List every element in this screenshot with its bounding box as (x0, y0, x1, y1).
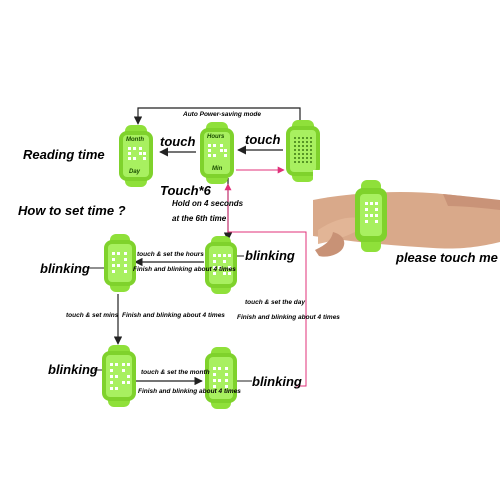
label-blinking-3: blinking (48, 362, 98, 377)
label-finish-day: Finish and blinking about 4 times (237, 314, 340, 321)
label-auto-mode: Auto Power-saving mode (183, 111, 262, 118)
label-touch-right: touch (245, 132, 281, 147)
face-day: Day (129, 169, 141, 175)
watch-set-month (203, 347, 239, 409)
face-hours: Hours (207, 134, 225, 140)
label-reading-time: Reading time (23, 147, 105, 162)
watch-dotted (284, 120, 322, 182)
label-hold-2: at the 6th time (172, 214, 227, 223)
face-min: Min (212, 166, 223, 172)
watch-month-day: Month Day (117, 125, 155, 187)
label-please-touch: please touch me (396, 250, 498, 265)
label-hold-1: Hold on 4 seconds (172, 199, 244, 208)
label-finish-month: Finish and blinking about 4 times (138, 388, 241, 395)
label-set-month: touch & set the month (141, 369, 210, 376)
watch-set-mins (100, 345, 138, 407)
face-month: Month (126, 137, 144, 143)
label-touch-left: touch (160, 134, 196, 149)
label-set-day: touch & set the day (245, 299, 305, 306)
label-finish-hours: Finish and blinking about 4 times (133, 266, 236, 273)
watch-set-hours-left (102, 234, 138, 292)
label-blinking-4: blinking (252, 374, 302, 389)
wrist-photo (313, 170, 500, 263)
watch-hours-min: Hours Min (198, 122, 236, 184)
label-blinking-2: blinking (40, 261, 90, 276)
label-blinking-1: blinking (245, 248, 295, 263)
label-touch6: Touch*6 (160, 183, 211, 198)
watch-set-hours-right (203, 236, 239, 294)
label-set-mins: touch & set mins (66, 312, 119, 319)
wrist-illustration (313, 170, 500, 263)
arrow-auto-mode (133, 107, 301, 125)
label-finish-mins: Finish and blinking about 4 times (122, 312, 225, 319)
label-how-to-set: How to set time ? (18, 203, 126, 218)
label-set-hours: touch & set the hours (137, 251, 204, 258)
arrow-pink-return (224, 183, 307, 387)
